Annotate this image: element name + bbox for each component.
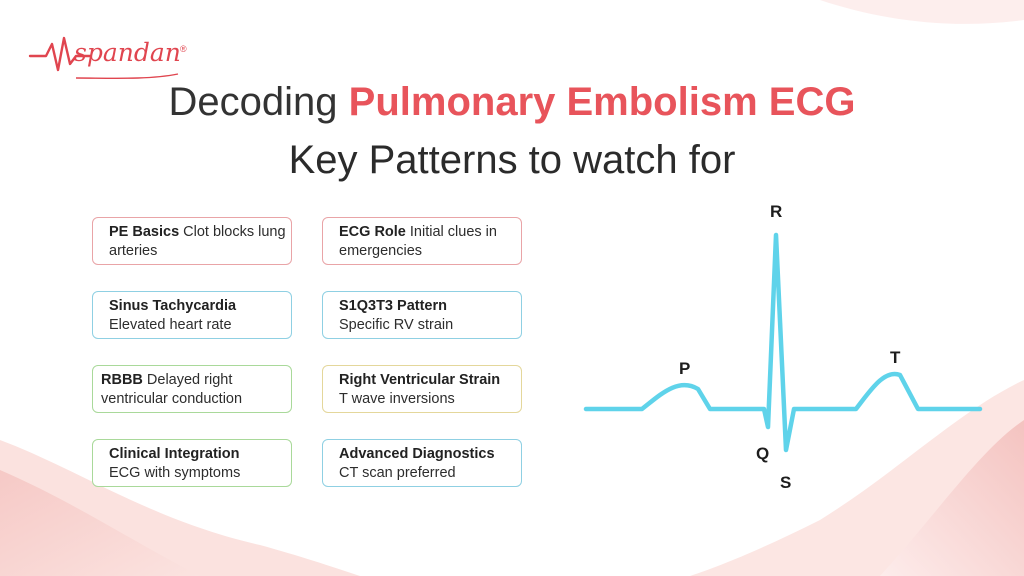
card-text: Specific RV strain bbox=[339, 317, 454, 333]
ecg-label-t: T bbox=[890, 348, 901, 367]
page-title: Decoding Pulmonary Embolism ECG bbox=[0, 80, 1024, 125]
card-clinical-integration: Clinical Integration ECG with symptoms bbox=[92, 439, 292, 487]
card-heading: PE Basics bbox=[109, 224, 180, 240]
card-s1q3t3-pattern: S1Q3T3 Pattern Specific RV strain bbox=[322, 291, 522, 339]
card-heading: RBBB bbox=[101, 372, 143, 388]
card-advanced-diagnostics: Advanced Diagnostics CT scan preferred bbox=[322, 439, 522, 487]
card-heading: Advanced Diagnostics bbox=[339, 446, 495, 462]
ecg-label-r: R bbox=[770, 202, 783, 221]
card-text: ECG with symptoms bbox=[109, 465, 241, 481]
card-text: Elevated heart rate bbox=[109, 317, 232, 333]
card-heading: ECG Role bbox=[339, 224, 406, 240]
ecg-label-p: P bbox=[679, 359, 691, 378]
card-right-ventricular-strain: Right Ventricular Strain T wave inversio… bbox=[322, 365, 522, 413]
brand-name[interactable]: spandan bbox=[74, 38, 181, 67]
title-prefix: Decoding bbox=[168, 80, 349, 124]
card-text: Initial clues in emergencies bbox=[339, 224, 497, 259]
card-sinus-tachycardia: Sinus Tachycardia Elevated heart rate bbox=[92, 291, 292, 339]
card-pe-basics: PE Basics Clot blocks lung arteries bbox=[92, 217, 292, 265]
card-rbbb: RBBB Delayed right ventricular conductio… bbox=[92, 365, 292, 413]
ecg-waveform-diagram bbox=[583, 232, 983, 453]
ecg-label-q: Q bbox=[756, 444, 770, 463]
ecg-trace-line bbox=[583, 232, 983, 453]
card-heading: Right Ventricular Strain bbox=[339, 372, 501, 388]
page-subtitle: Key Patterns to watch for bbox=[288, 138, 736, 182]
title-highlight: Pulmonary Embolism ECG bbox=[348, 80, 856, 124]
card-heading: Clinical Integration bbox=[109, 446, 240, 462]
card-text: CT scan preferred bbox=[339, 465, 456, 481]
spandan-heartbeat-logo-icon bbox=[28, 36, 179, 80]
card-text: Clot blocks lung arteries bbox=[109, 224, 286, 259]
card-text: Delayed right ventricular conduction bbox=[101, 372, 243, 407]
card-ecg-role: ECG Role Initial clues in emergencies bbox=[322, 217, 522, 265]
card-text: T wave inversions bbox=[339, 391, 455, 407]
card-heading: S1Q3T3 Pattern bbox=[339, 298, 447, 314]
ecg-label-s: S bbox=[780, 473, 792, 492]
registered-mark: ® bbox=[180, 44, 187, 54]
card-heading: Sinus Tachycardia bbox=[109, 298, 237, 314]
